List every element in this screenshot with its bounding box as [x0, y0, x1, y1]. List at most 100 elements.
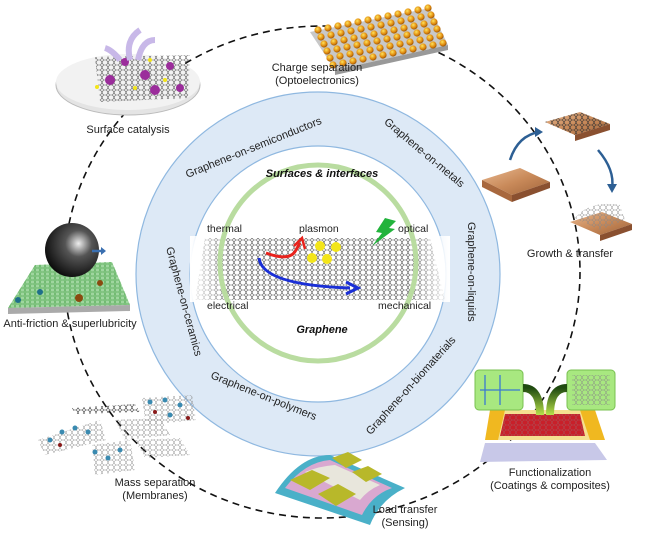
load-transfer-illustration: [275, 452, 405, 525]
gold-nanoparticle: [389, 49, 397, 57]
red-arrow-icon: [265, 242, 302, 259]
gold-nanoparticle: [353, 41, 361, 49]
gold-nanoparticle: [423, 27, 431, 35]
gold-nanoparticle: [337, 29, 345, 37]
label-surface-catalysis: Surface catalysis: [86, 124, 170, 136]
gold-nanoparticle: [340, 36, 348, 44]
gold-nanoparticle: [396, 40, 404, 48]
gold-nanoparticle: [357, 25, 365, 33]
gold-nanoparticle: [376, 44, 384, 52]
gold-nanoparticle: [377, 21, 385, 29]
graphene-circle: [217, 162, 419, 364]
gold-nanoparticle: [359, 55, 367, 63]
gold-nanoparticle: [400, 24, 408, 32]
transfer-arrow-icon: [597, 149, 614, 189]
blue-arrow-icon: [257, 257, 351, 290]
surface-catalysis-illustration: [55, 27, 201, 116]
gold-nanoparticle: [326, 54, 334, 62]
gold-nanoparticle: [419, 43, 427, 51]
property-mechanical: mechanical: [378, 300, 431, 312]
center-title-bottom: Graphene: [296, 324, 347, 336]
gold-nanoparticle: [336, 52, 344, 60]
gold-nanoparticle: [327, 31, 335, 39]
gold-nanoparticle: [323, 47, 331, 55]
gold-nanoparticle: [314, 26, 322, 34]
gold-nanoparticle: [420, 20, 428, 28]
gold-nanoparticle: [346, 50, 354, 58]
gold-nanoparticle: [360, 32, 368, 40]
gold-nanoparticle: [324, 24, 332, 32]
gold-nanoparticle: [433, 25, 441, 33]
gold-nanoparticle: [374, 14, 382, 22]
gold-nanoparticle: [436, 32, 444, 40]
gold-nanoparticle: [386, 42, 394, 50]
gold-nanoparticle: [356, 48, 364, 56]
gold-nanoparticle: [373, 37, 381, 45]
gold-nanoparticle: [439, 39, 447, 47]
gold-nanoparticle: [380, 28, 388, 36]
lightning-icon: [372, 218, 396, 246]
gold-nanoparticle: [350, 34, 358, 42]
gold-nanoparticle: [406, 38, 414, 46]
outer-dashed-ring: [63, 25, 581, 519]
gold-nanoparticle: [347, 27, 355, 35]
gold-nanoparticle: [427, 11, 435, 19]
gold-nanoparticle: [414, 6, 422, 14]
label-growth-transfer: Growth & transfer: [526, 248, 614, 260]
charge-separation-illustration: [310, 4, 448, 75]
gold-nanoparticle: [424, 4, 432, 12]
gold-nanoparticle: [413, 29, 421, 37]
plasmon-dot: [331, 242, 341, 252]
gold-nanoparticle: [366, 46, 374, 54]
blue-arrowhead-icon: [345, 280, 362, 296]
gold-nanoparticle: [344, 20, 352, 28]
gold-nanoparticle: [429, 41, 437, 49]
plasmon-dot: [322, 254, 332, 264]
gold-nanoparticle: [343, 43, 351, 51]
center-title-top: Surfaces & interfaces: [266, 168, 379, 180]
gold-nanoparticle: [410, 22, 418, 30]
gold-nanoparticle: [407, 15, 415, 23]
label-mass-separation: Mass separation (Membranes): [114, 477, 196, 502]
anti-friction-illustration: [8, 223, 130, 314]
gold-nanoparticle: [364, 16, 372, 24]
gold-nanoparticle: [370, 30, 378, 38]
gold-nanoparticle: [417, 13, 425, 21]
gold-nanoparticle: [329, 61, 337, 69]
gold-nanoparticle: [379, 51, 387, 59]
property-optical: optical: [398, 223, 428, 235]
gold-nanoparticle: [416, 36, 424, 44]
ring-label-liquids: Graphene-on-liquids: [465, 222, 477, 322]
property-electrical: electrical: [207, 300, 248, 312]
gold-nanoparticle: [383, 35, 391, 43]
gold-nanoparticle: [317, 33, 325, 41]
label-charge-separation: Charge separation (Optoelectronics): [271, 62, 363, 87]
sphere-icon: [45, 223, 99, 277]
gold-nanoparticle: [339, 59, 347, 67]
plasmon-dot: [315, 241, 325, 251]
gold-nanoparticle: [397, 17, 405, 25]
label-load-transfer: Load transfer (Sensing): [372, 504, 438, 529]
gold-nanoparticle: [384, 12, 392, 20]
mass-separation-illustration: [38, 395, 196, 475]
gold-nanoparticle: [403, 31, 411, 39]
gold-nanoparticle: [354, 18, 362, 26]
property-thermal: thermal: [207, 223, 242, 235]
gold-nanoparticle: [369, 53, 377, 61]
plasmon-dot: [307, 253, 317, 263]
gold-nanoparticle: [363, 39, 371, 47]
gold-nanoparticle: [394, 10, 402, 18]
label-functionalization: Functionalization (Coatings & composites…: [490, 467, 610, 492]
gold-nanoparticle: [393, 33, 401, 41]
gold-nanoparticle: [330, 38, 338, 46]
red-arrowhead-icon: [293, 235, 307, 250]
gold-nanoparticle: [334, 22, 342, 30]
gold-nanoparticle: [404, 8, 412, 16]
functionalization-illustration: [474, 369, 616, 462]
gold-nanoparticle: [399, 47, 407, 55]
growth-transfer-illustration: [482, 112, 632, 241]
gold-nanoparticle: [333, 45, 341, 53]
label-anti-friction: Anti-friction & superlubricity: [3, 318, 137, 330]
property-plasmon: plasmon: [299, 223, 339, 235]
